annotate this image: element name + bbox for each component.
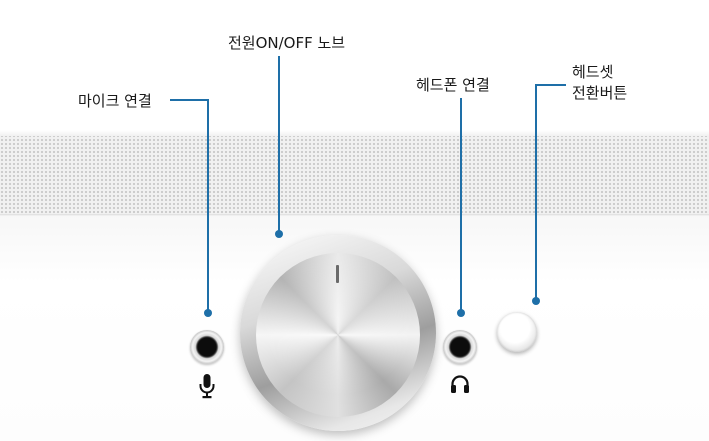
grille-top-edge [0, 130, 709, 136]
mic-leader-horizontal [170, 99, 208, 101]
mic-leader-dot [204, 309, 212, 317]
panel-edge [0, 214, 709, 216]
knob-leader-vertical [278, 56, 280, 234]
headphones-icon [450, 374, 470, 398]
headphone-leader-dot [457, 309, 465, 317]
switch-leader-horizontal [536, 84, 566, 86]
knob-leader-dot [275, 230, 283, 238]
power-knob-label: 전원ON/OFF 노브 [228, 34, 346, 52]
speaker-grille [0, 130, 709, 215]
headphone-leader-vertical [460, 98, 462, 313]
headset-switch-label-line1: 헤드셋 [572, 63, 614, 81]
mic-jack[interactable] [190, 330, 224, 364]
mic-connection-label: 마이크 연결 [78, 92, 152, 110]
switch-leader-vertical [535, 84, 537, 301]
headset-switch-button[interactable] [497, 312, 537, 352]
headphone-connection-label: 헤드폰 연결 [416, 76, 490, 94]
headset-switch-label-line2: 전환버튼 [572, 84, 628, 102]
switch-leader-dot [532, 297, 540, 305]
mic-leader-vertical [207, 99, 209, 313]
microphone-icon [199, 374, 215, 404]
power-knob-indicator [336, 265, 339, 283]
headphone-jack[interactable] [443, 330, 477, 364]
